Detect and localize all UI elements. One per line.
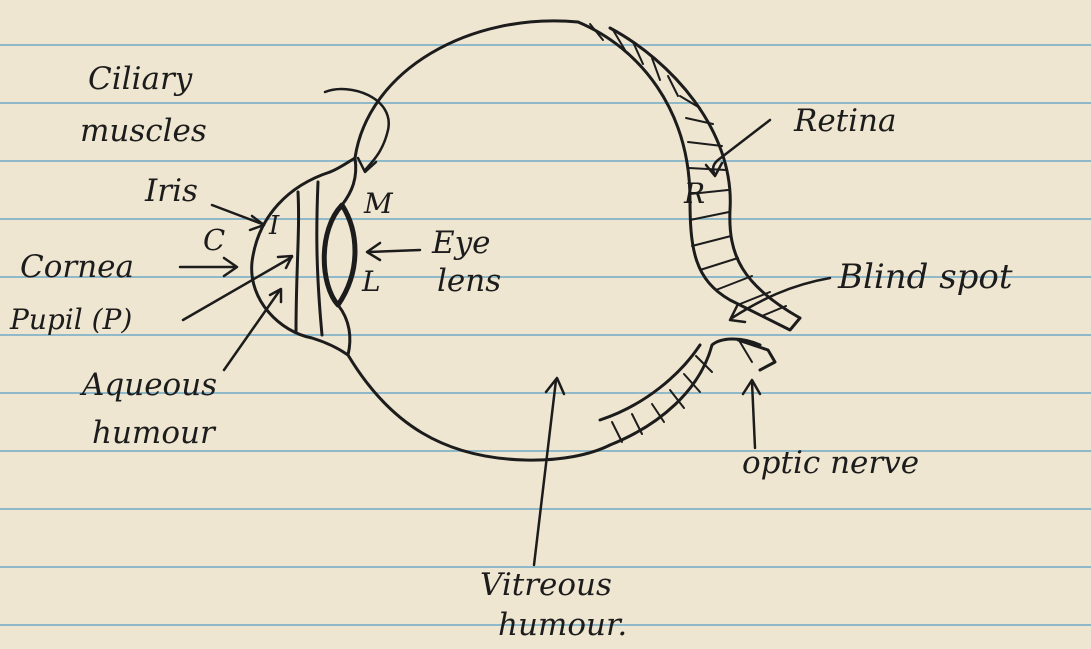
label-eye-lens-line2: lens — [437, 266, 501, 297]
arrow-iris — [212, 205, 262, 224]
iris-line-front — [296, 192, 299, 332]
label-eye-lens-line1: Eye — [432, 228, 491, 259]
cornea-outline — [252, 172, 348, 355]
label-letter-r: R — [684, 180, 705, 208]
label-vitreous-line2: humour. — [498, 610, 627, 641]
arrow-aqueous — [224, 290, 280, 370]
label-pupil: Pupil (P) — [10, 306, 132, 334]
label-vitreous-line1: Vitreous — [480, 570, 612, 601]
label-letter-i: I — [269, 213, 279, 239]
label-letter-m: M — [364, 190, 393, 218]
arrow-vitreous — [534, 380, 556, 565]
retina-hatching-lower — [612, 342, 752, 442]
label-blind-spot: Blind spot — [838, 260, 1013, 294]
arrow-eye-lens — [368, 250, 420, 252]
label-optic-nerve: optic nerve — [742, 448, 919, 479]
iris-line-back — [317, 182, 322, 335]
label-cornea: Cornea — [20, 252, 134, 283]
label-iris: Iris — [145, 176, 198, 207]
label-aqueous-line2: humour — [92, 418, 215, 449]
label-letter-c: C — [203, 226, 225, 255]
ciliary-body-top — [330, 158, 356, 205]
retina-band-upper — [578, 22, 800, 330]
eyeball-outline-lower — [348, 355, 610, 460]
label-ciliary-line2: muscles — [80, 116, 207, 147]
eyeball-outline-upper — [355, 21, 578, 158]
label-letter-l: L — [362, 268, 381, 296]
eye-lens-shape — [324, 205, 355, 305]
arrow-optic-nerve — [752, 382, 755, 448]
ciliary-body-bottom — [338, 305, 350, 355]
label-ciliary-line1: Ciliary — [88, 64, 192, 95]
label-retina: Retina — [794, 106, 897, 137]
arrow-blind-spot — [732, 278, 830, 318]
label-aqueous-line1: Aqueous — [82, 370, 217, 401]
